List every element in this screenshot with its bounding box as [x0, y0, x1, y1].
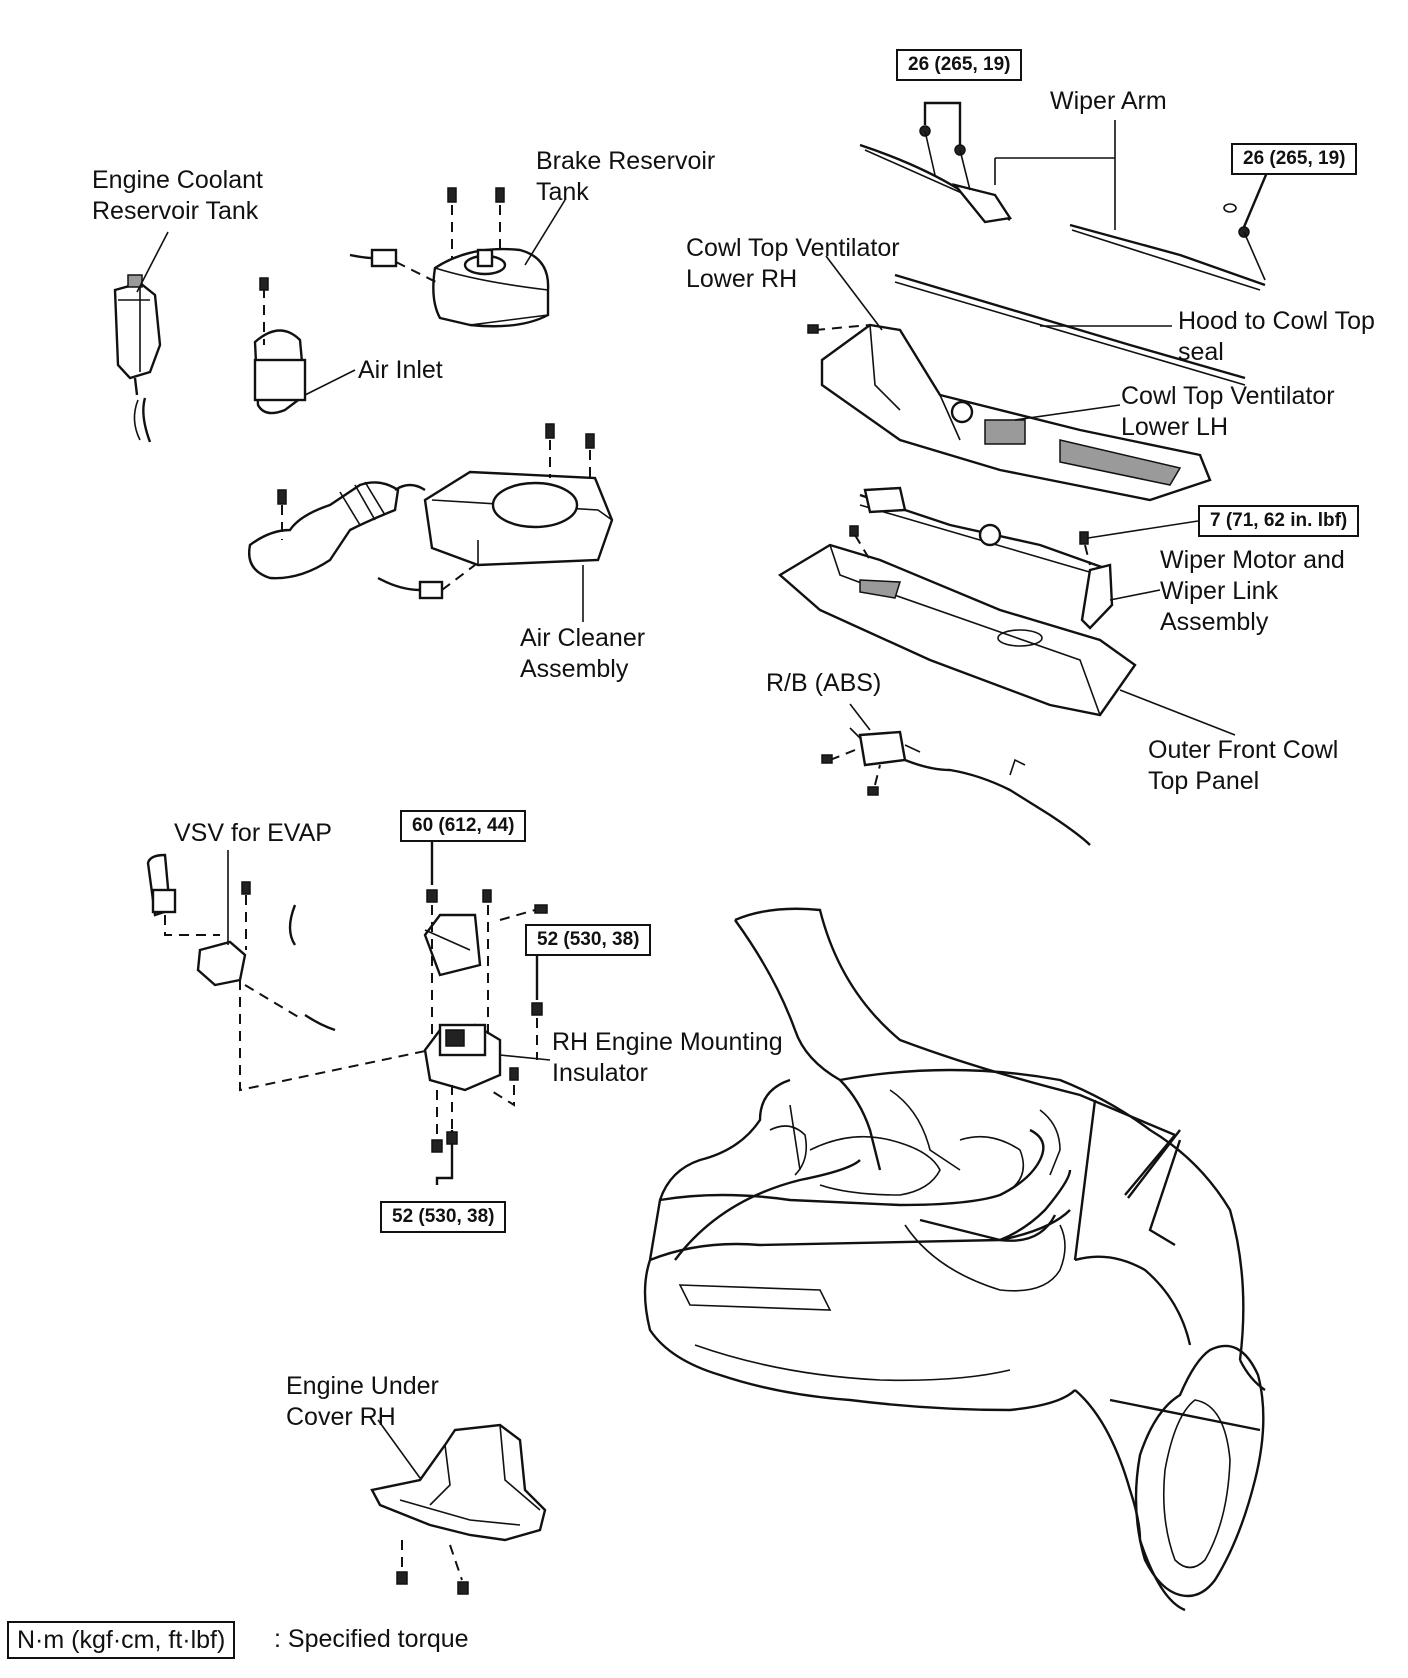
- air-cleaner-drawing: [248, 423, 614, 622]
- torque-mount-side: 52 (530, 38): [525, 924, 652, 956]
- torque-legend-description: : Specified torque: [274, 1625, 469, 1653]
- under-cover-drawing: [370, 1419, 547, 1595]
- air-inlet-drawing: [253, 277, 356, 415]
- coolant-tank-drawing: [113, 231, 169, 443]
- air-inlet-label: Air Inlet: [358, 356, 443, 384]
- wiper-motor-drawing: [859, 486, 1199, 630]
- cowl-lh-label: Cowl Top Ventilator Lower LH: [1121, 382, 1335, 441]
- rh-mount-drawing: [423, 810, 551, 1185]
- torque-wiper-motor: 7 (71, 62 in. lbf): [1198, 505, 1360, 537]
- hood-seal-label: Hood to Cowl Top seal: [1178, 307, 1375, 366]
- torque-wiper-arm-right: 26 (265, 19): [1231, 143, 1358, 175]
- cowl-rh-label: Cowl Top Ventilator Lower RH: [686, 234, 900, 293]
- rb-abs-label: R/B (ABS): [766, 669, 882, 697]
- vsv-evap-drawing: [146, 850, 431, 1092]
- brake-tank-drawing: [349, 187, 566, 328]
- vehicle-drawing: [643, 907, 1266, 1612]
- under-cover-label: Engine Under Cover RH: [286, 1372, 439, 1431]
- outer-cowl-drawing: [777, 525, 1236, 736]
- torque-mount-bottom: 52 (530, 38): [380, 1201, 507, 1233]
- torque-wiper-arm-left: 26 (265, 19): [896, 49, 1023, 81]
- vsv-evap-label: VSV for EVAP: [174, 819, 332, 847]
- wiper-arm-drawing: [859, 101, 1270, 291]
- outer-cowl-label: Outer Front Cowl Top Panel: [1148, 736, 1339, 795]
- torque-mount-top: 60 (612, 44): [400, 810, 527, 842]
- coolant-tank-label: Engine Coolant Reservoir Tank: [92, 166, 263, 225]
- wiper-arm-label: Wiper Arm: [1050, 87, 1167, 115]
- cowl-ventilator-drawing: [807, 255, 1212, 502]
- torque-legend-unit: N·m (kgf·cm, ft·lbf): [7, 1621, 236, 1659]
- rb-abs-drawing: [821, 703, 1091, 846]
- hood-seal-drawing: [894, 273, 1246, 386]
- rh-mount-label: RH Engine Mounting Insulator: [552, 1028, 783, 1087]
- air-cleaner-label: Air Cleaner Assembly: [520, 624, 646, 683]
- wiper-motor-label: Wiper Motor and Wiper Link Assembly: [1160, 546, 1345, 636]
- brake-tank-label: Brake Reservoir Tank: [536, 147, 716, 206]
